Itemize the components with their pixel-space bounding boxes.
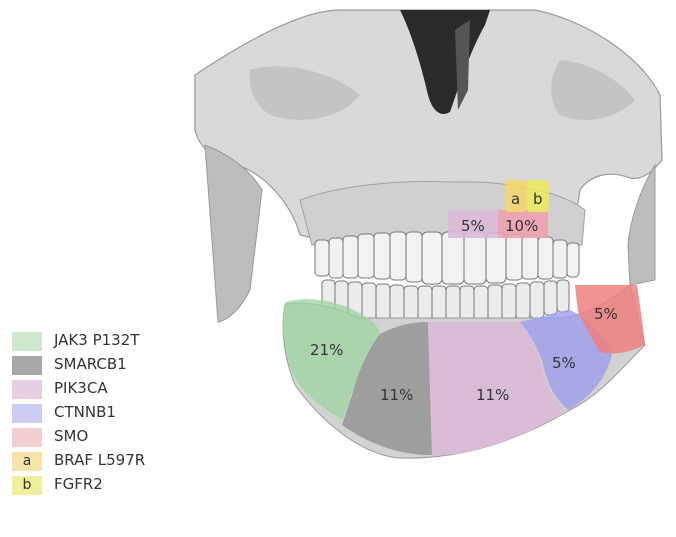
label-ctnnb1-percent: 5%	[552, 354, 576, 372]
legend-item-braf: a BRAF L597R	[12, 450, 182, 471]
legend-item-pik3ca: PIK3CA	[12, 378, 182, 399]
legend-label-smo: SMO	[54, 427, 88, 445]
legend-label-braf: BRAF L597R	[54, 451, 145, 469]
legend-item-fgfr2: b FGFR2	[12, 474, 182, 495]
legend-swatch-smo	[12, 428, 42, 447]
legend-swatch-fgfr2: b	[12, 476, 42, 495]
label-maxilla-right-percent: 10%	[505, 217, 538, 235]
legend-swatch-ctnnb1	[12, 404, 42, 423]
label-smo-percent: 5%	[594, 305, 618, 323]
legend-label-pik3ca: PIK3CA	[54, 379, 108, 397]
label-braf-marker: a	[511, 190, 520, 208]
legend: JAK3 P132T SMARCB1 PIK3CA CTNNB1 SMO a B…	[12, 330, 182, 498]
label-fgfr2-marker: b	[533, 190, 543, 208]
legend-item-jak3: JAK3 P132T	[12, 330, 182, 351]
legend-item-smarcb1: SMARCB1	[12, 354, 182, 375]
legend-label-jak3: JAK3 P132T	[54, 331, 139, 349]
label-smarcb1-percent: 11%	[380, 386, 413, 404]
label-maxilla-left-percent: 5%	[461, 217, 485, 235]
legend-swatch-smarcb1	[12, 356, 42, 375]
legend-label-fgfr2: FGFR2	[54, 475, 103, 493]
legend-item-ctnnb1: CTNNB1	[12, 402, 182, 423]
legend-swatch-pik3ca	[12, 380, 42, 399]
label-jak3-percent: 21%	[310, 341, 343, 359]
legend-swatch-braf: a	[12, 452, 42, 471]
legend-item-smo: SMO	[12, 426, 182, 447]
legend-label-smarcb1: SMARCB1	[54, 355, 127, 373]
label-pik3ca-percent: 11%	[476, 386, 509, 404]
legend-swatch-jak3	[12, 332, 42, 351]
legend-label-ctnnb1: CTNNB1	[54, 403, 116, 421]
